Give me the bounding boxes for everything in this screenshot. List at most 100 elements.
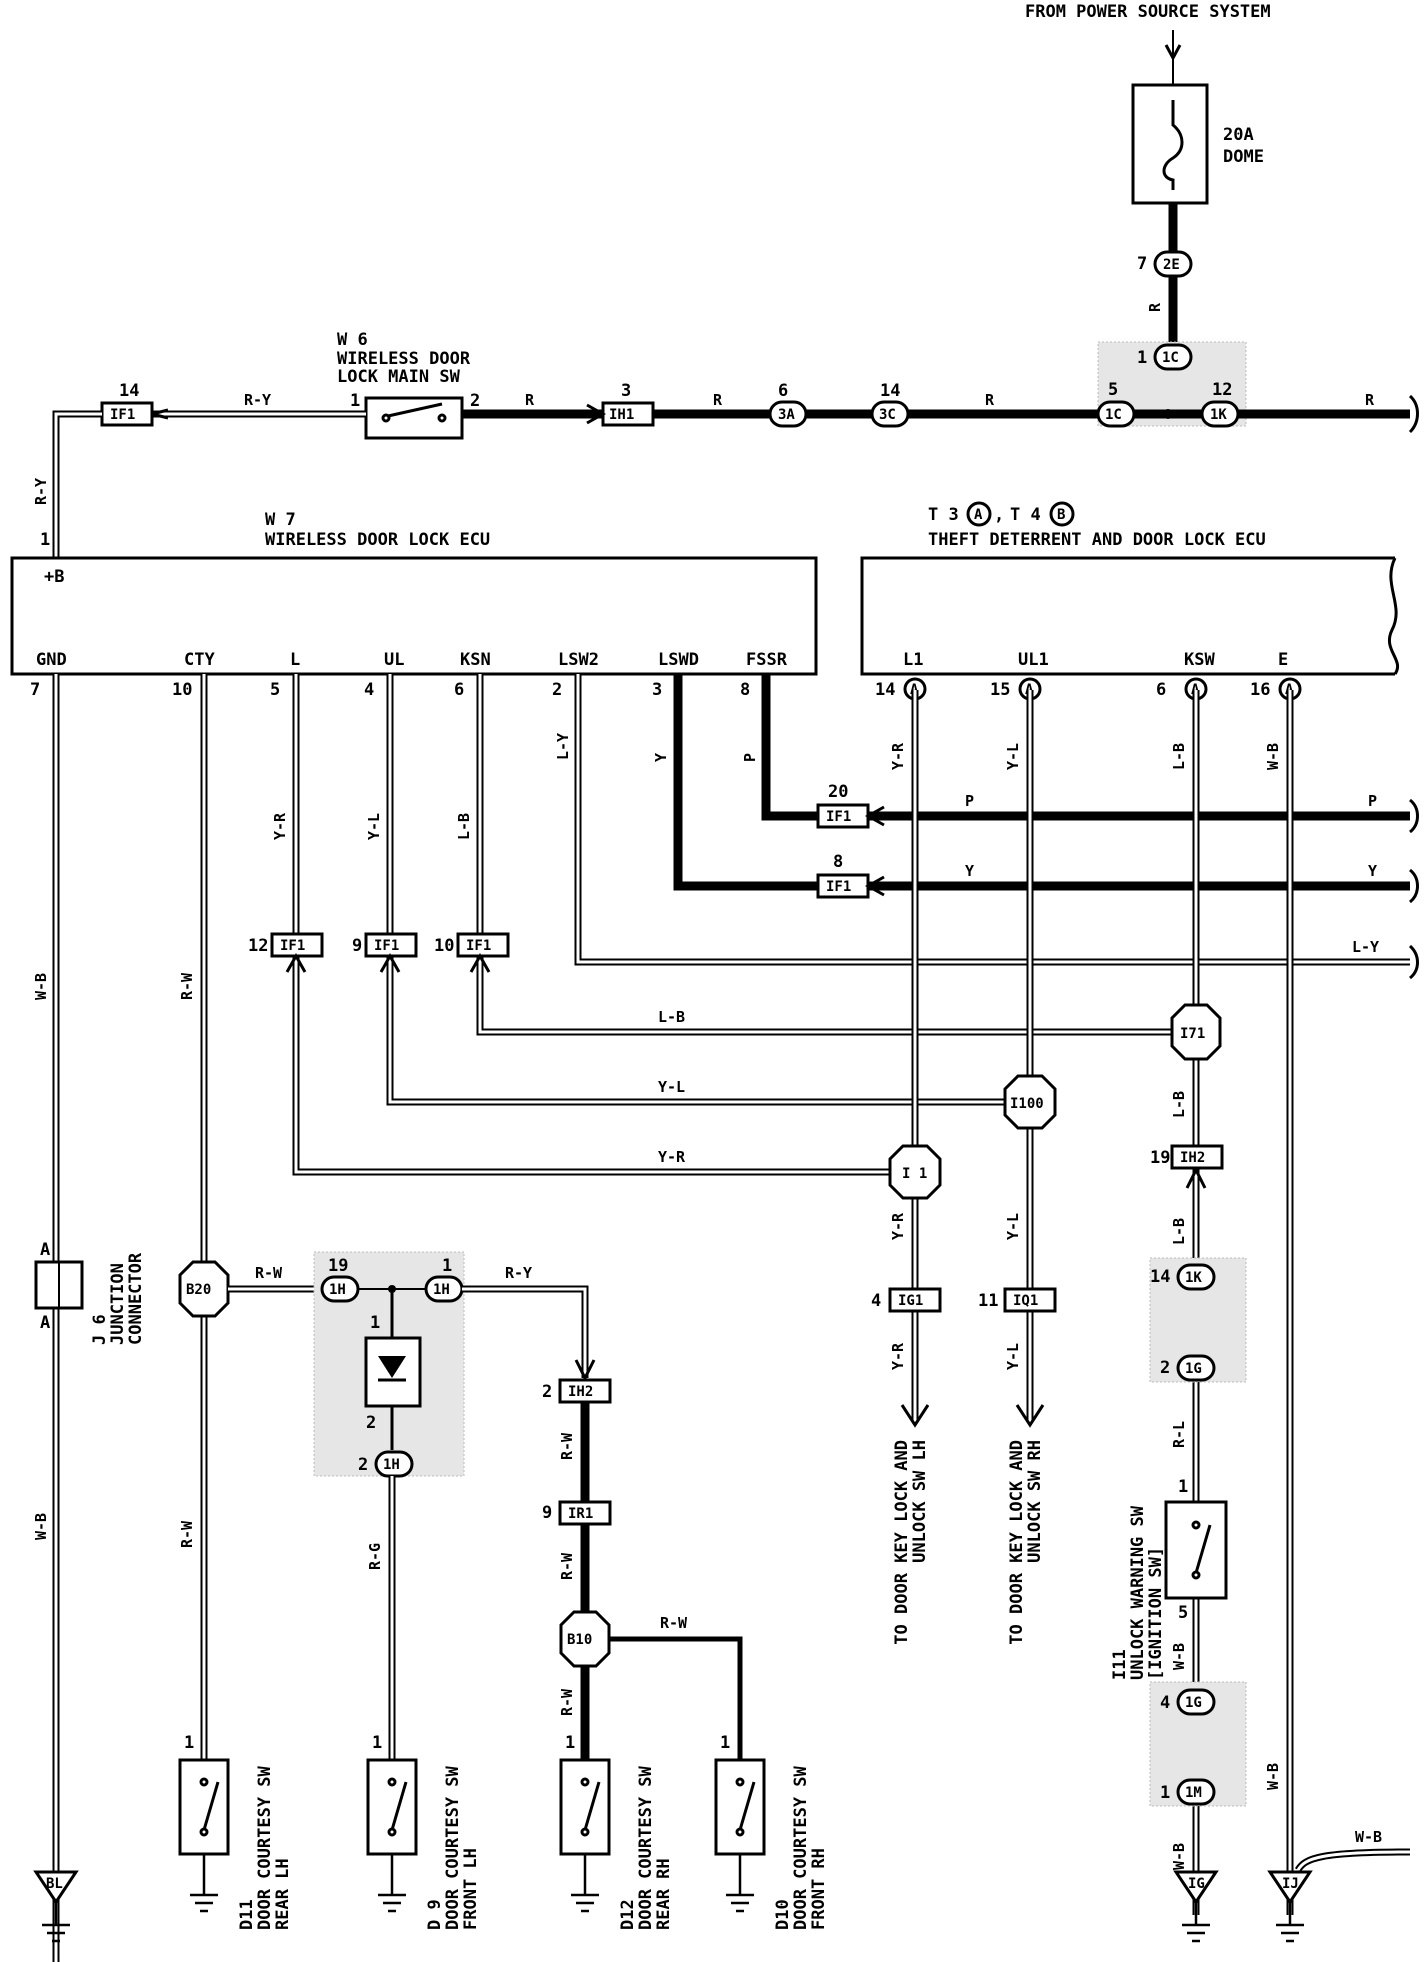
ecu-t3-conn-a-label: A (974, 507, 983, 523)
door-sw-line1: DOOR COURTESY SW (255, 1765, 275, 1930)
ecu-t3-pin-num: 16 (1250, 680, 1270, 700)
pin-ih2-2: 2 (542, 1382, 552, 1402)
door-sw-blade-icon (390, 1781, 408, 1831)
arrow-into-ih2 (574, 1359, 596, 1382)
diode-icon (378, 1356, 406, 1378)
connector-1k-ksw (1176, 1263, 1216, 1291)
unlock-sw-id: I11 (1110, 1649, 1130, 1680)
unlock-sw-contact-a (1191, 1520, 1201, 1530)
door-sw-box (559, 1758, 611, 1856)
wire-label-rl: R-L (1170, 1421, 1188, 1448)
ecu-t3-conn-a (966, 501, 992, 527)
main-sw-blade-icon (387, 402, 443, 418)
ecu-w7-plusb-pin: 1 (40, 530, 50, 550)
arrow-up-if1 (469, 952, 491, 973)
wire-label-ry: R-Y (244, 391, 271, 409)
door-sw-pin: 1 (184, 1733, 194, 1753)
ecu-w7-pin-label: GND (36, 650, 67, 670)
ecu-t3-id: T 3 (928, 505, 959, 525)
ecu-t3-box (860, 556, 1395, 676)
j6-name: JUNCTION (108, 1263, 128, 1345)
wire-p-fssr (761, 674, 833, 821)
ecu-w7-pin-num: 10 (172, 680, 192, 700)
pin-iq1: 11 (978, 1291, 998, 1311)
main-sw-line2: LOCK MAIN SW (337, 367, 461, 387)
pin-ig1: 4 (871, 1291, 881, 1311)
wire-label-lb-ksw2: L-B (1170, 1091, 1188, 1118)
wire-p-break (1408, 798, 1419, 834)
door-sw-line1: DOOR COURTESY SW (443, 1765, 463, 1930)
junction-b20-label: B20 (186, 1282, 211, 1298)
wire-label-r-left: R (525, 391, 535, 409)
connector-ih2-ksw (1170, 1144, 1224, 1170)
ecu-w7-pin-label: UL (384, 650, 404, 670)
main-sw-contact-a (381, 413, 391, 423)
pin-if1-20: 20 (828, 782, 848, 802)
wire-ly-break (1408, 944, 1419, 980)
ground-ij: IJ (1267, 1870, 1313, 1943)
wire-label-rw-ih2: R-W (558, 1432, 576, 1460)
connector-1m-label: 1M (1185, 1785, 1202, 1801)
pin-1h-1: 1 (442, 1256, 452, 1276)
connector-3a (768, 400, 808, 428)
pin-unlock-1: 1 (1178, 1477, 1188, 1497)
connector-2e-label: 2E (1163, 257, 1180, 273)
wire-label-rg: R-G (366, 1543, 384, 1570)
wire-label-r-right: R (1365, 391, 1375, 409)
ecu-w7-pin-label: FSSR (746, 650, 788, 670)
connector-ih2-label: IH2 (568, 1384, 593, 1400)
ground-ig-label: IG (1188, 1876, 1205, 1892)
main-sw-pin1: 1 (350, 391, 360, 411)
wire-label-yr-l1b: Y-R (889, 1212, 907, 1240)
wire-label-yl-return: Y-L (658, 1078, 685, 1096)
wire-label-rw-cty2: R-W (178, 1520, 196, 1548)
wire-label-rw-d10: R-W (660, 1614, 688, 1632)
junction-i1 (888, 1144, 942, 1200)
junction-i100-label: I100 (1010, 1096, 1044, 1112)
wire-label-yl-ul: Y-L (365, 813, 383, 840)
ecu-t3-conn-b-label: B (1057, 507, 1065, 523)
fuse-rating: 20A (1223, 125, 1254, 145)
pin-1g-4: 4 (1160, 1693, 1170, 1713)
connector-ir1-label: IR1 (568, 1506, 593, 1522)
connector-1g-lower (1176, 1688, 1216, 1716)
door-sw-box (714, 1758, 766, 1856)
connector-2e (1153, 250, 1193, 278)
pin-ir1-9: 9 (542, 1503, 552, 1523)
door-sw-line2: REAR RH (654, 1858, 674, 1930)
wire-label-lb-ksw: L-B (1170, 743, 1188, 770)
pin-if1-8: 8 (833, 852, 843, 872)
wire-label-y-mid: Y (965, 862, 974, 880)
main-sw-line1: WIRELESS DOOR (337, 349, 471, 369)
wire-label-wb-gnd: W-B (32, 973, 50, 1000)
connector-iq1 (1003, 1287, 1057, 1313)
wire-label-wb-e: W-B (1264, 743, 1282, 770)
wire-label-wb-gnd2: W-B (32, 1513, 50, 1540)
door-sw-line1: DOOR COURTESY SW (636, 1765, 656, 1930)
door-sw-line2: FRONT RH (809, 1848, 829, 1930)
door-sw-id: D12 (618, 1899, 638, 1930)
main-sw-contact-b (437, 413, 447, 423)
wire-label-p-mid: P (965, 792, 974, 810)
wire-label-ly-vert: L-Y (554, 733, 572, 760)
connector-1c-top (1153, 343, 1193, 371)
wire-ry-down (52, 410, 102, 558)
door-sw-line2: FRONT LH (461, 1848, 481, 1930)
connector-1h-b-label: 1H (433, 1282, 450, 1298)
door-sw-line1: DOOR COURTESY SW (791, 1765, 811, 1930)
wire-label-p-right: P (1368, 792, 1377, 810)
pin-1c-top: 1 (1137, 348, 1147, 368)
unlock-sw-line1: UNLOCK WARNING SW (1128, 1505, 1148, 1680)
wire-label-r-left2: R (713, 391, 723, 409)
ecu-t3-id2: T 4 (1010, 505, 1041, 525)
wire-label-rw-ir1: R-W (558, 1552, 576, 1580)
wire-label-yr-l1c: Y-R (889, 1342, 907, 1370)
ecu-w7-pin-num: 3 (652, 680, 662, 700)
wire-label-lb-ksn: L-B (455, 813, 473, 840)
unlock-sw-line2: [IGNITION SW] (1146, 1547, 1166, 1680)
connector-3c (870, 400, 910, 428)
junction-i1-label: I 1 (902, 1166, 927, 1182)
pin-unlock-5: 5 (1178, 1603, 1188, 1623)
wire-label-yl-ul1: Y-L (1004, 743, 1022, 770)
